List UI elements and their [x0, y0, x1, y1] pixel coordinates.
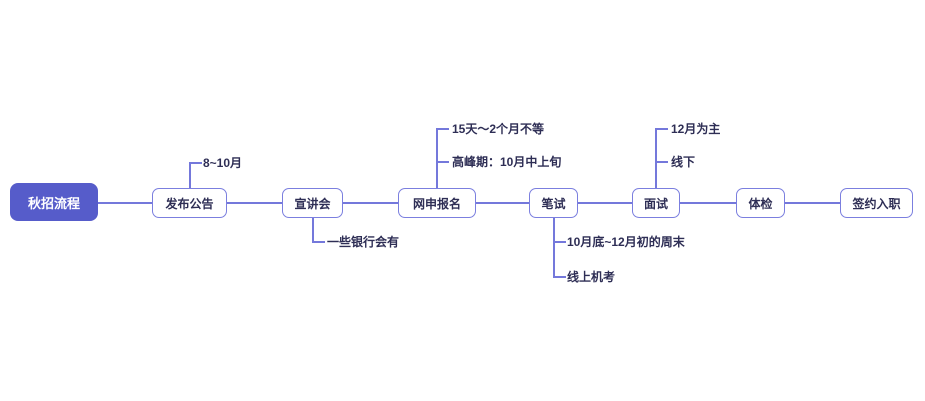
node-label: 网申报名 [412, 196, 461, 211]
annotation-connector-line [655, 128, 657, 189]
node-label: 发布公告 [165, 196, 214, 211]
connector-line [342, 202, 399, 204]
annotation-test-schedule[interactable]: 10月底~12月初的周末 [567, 235, 685, 249]
node-label: 签约入职 [852, 196, 901, 211]
annotation-info-session-note[interactable]: 一些银行会有 [327, 235, 400, 249]
annotation-connector-line [436, 128, 438, 189]
node-interview[interactable]: 面试 [632, 188, 680, 218]
annotation-connector-line [189, 162, 202, 164]
connector-line [679, 202, 737, 204]
node-autumn-recruitment-process[interactable]: 秋招流程 [10, 183, 98, 221]
node-sign-offer[interactable]: 签约入职 [840, 188, 913, 218]
annotation-application-duration[interactable]: 15天～2个月不等 [452, 122, 545, 136]
connector-line [475, 202, 530, 204]
node-label: 体检 [748, 196, 773, 211]
node-publish-announcement[interactable]: 发布公告 [152, 188, 227, 218]
connector-line [577, 202, 633, 204]
node-label: 笔试 [541, 196, 566, 211]
annotation-interview-month[interactable]: 12月为主 [671, 122, 721, 136]
connector-line [96, 202, 153, 204]
node-written-test[interactable]: 笔试 [529, 188, 578, 218]
annotation-connector-line [436, 161, 449, 163]
annotation-interview-offline[interactable]: 线下 [671, 155, 696, 169]
node-info-session[interactable]: 宣讲会 [282, 188, 343, 218]
annotation-connector-line [553, 217, 555, 278]
annotation-connector-line [436, 128, 449, 130]
annotation-test-online[interactable]: 线上机考 [567, 270, 616, 284]
annotation-application-peak[interactable]: 高峰期：10月中上旬 [452, 155, 562, 169]
node-label: 秋招流程 [27, 195, 80, 211]
annotation-connector-line [312, 241, 325, 243]
connector-line [784, 202, 841, 204]
connector-line [226, 202, 283, 204]
node-label: 面试 [643, 196, 668, 211]
node-online-application[interactable]: 网申报名 [398, 188, 476, 218]
annotation-connector-line [655, 128, 668, 130]
annotation-connector-line [655, 161, 668, 163]
annotation-connector-line [189, 162, 191, 189]
annotation-connector-line [553, 276, 566, 278]
annotation-connector-line [312, 217, 314, 243]
node-physical-exam[interactable]: 体检 [736, 188, 785, 218]
annotation-connector-line [553, 241, 566, 243]
node-label: 宣讲会 [294, 196, 331, 211]
annotation-publish-period[interactable]: 8~10月 [203, 156, 243, 170]
